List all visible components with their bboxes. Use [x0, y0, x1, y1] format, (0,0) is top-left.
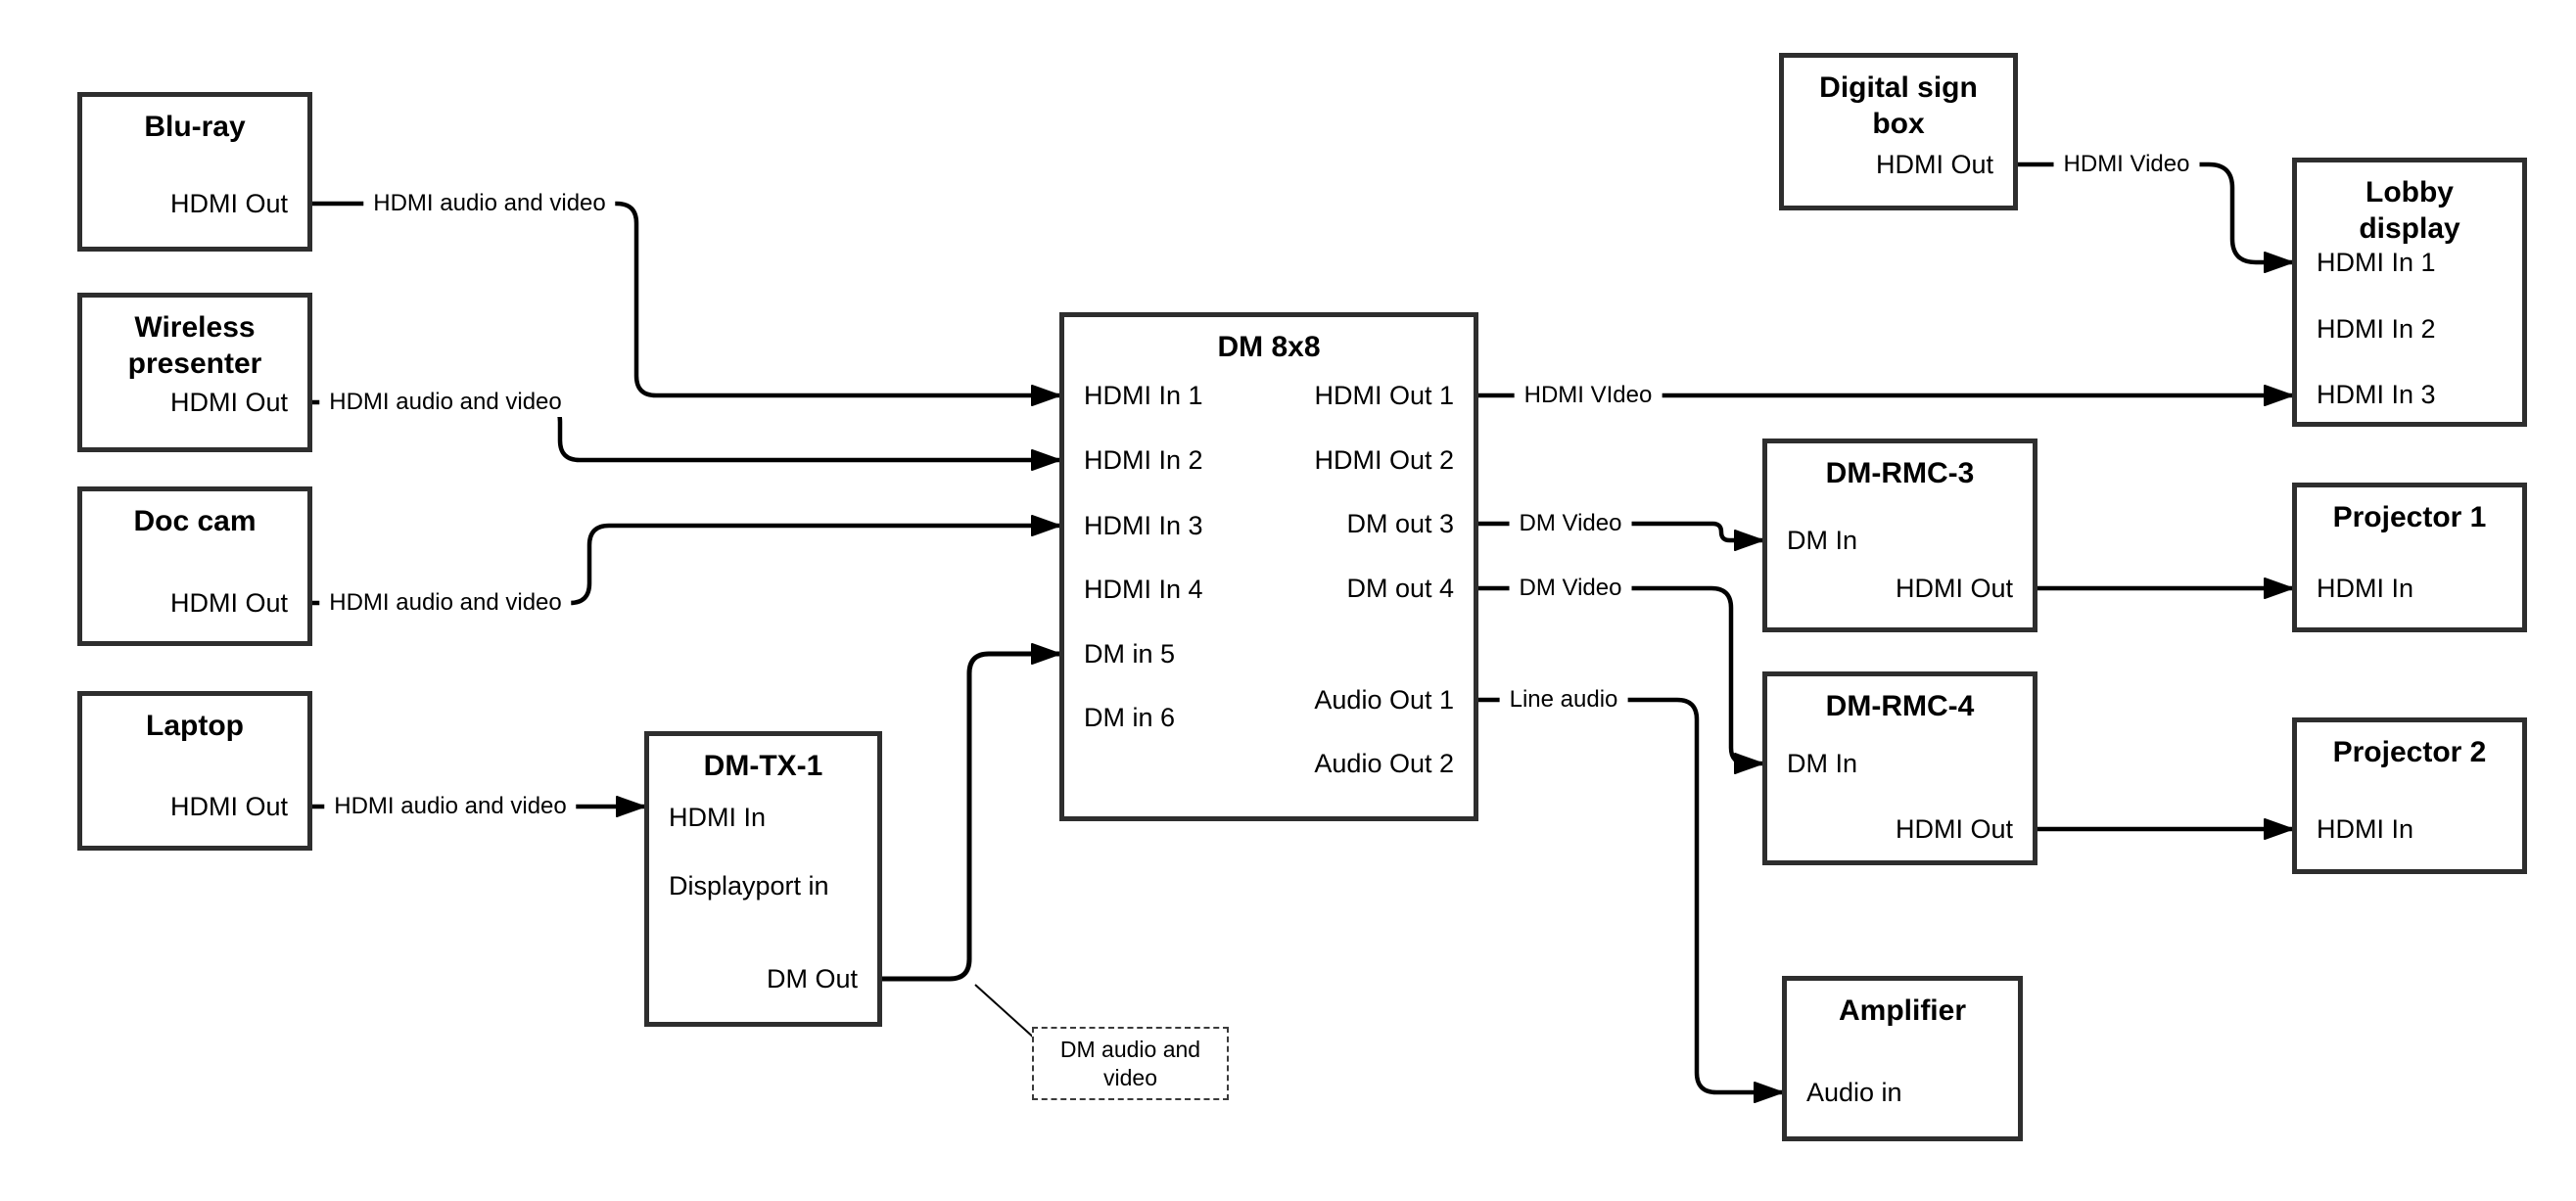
port-laptop-hdmi-out: HDMI Out — [169, 792, 288, 821]
port-dm-rmc-4-dm-in: DM In — [1787, 749, 1858, 778]
node-title-dm-8x8: DM 8x8 — [1217, 331, 1321, 363]
edge-label-laptop-to-dm-tx-1: HDMI audio and video — [324, 792, 577, 821]
edge-dm8x8-audio1-to-amplifier — [1478, 697, 1783, 1103]
edge-blu-ray-to-dm8x8-in1 — [312, 201, 1060, 406]
node-title-dm-rmc-3: DM-RMC-3 — [1825, 457, 1975, 489]
node-title-laptop: Laptop — [146, 710, 244, 742]
port-dm-tx-1-displayport-in: Displayport in — [669, 871, 829, 901]
edge-label-wireless-to-dm8x8-in2: HDMI audio and video — [319, 388, 572, 417]
edge-digital-sign-to-lobby-in1 — [2018, 162, 2293, 273]
port-dm-tx-1-hdmi-in: HDMI In — [669, 803, 767, 832]
node-title-lobby-display: Lobby display — [2359, 176, 2460, 245]
port-projector-1-hdmi-in: HDMI In — [2317, 574, 2414, 603]
port-dm-8x8-hdmi-in-4: HDMI In 4 — [1084, 575, 1203, 604]
node-dm-rmc-3: DM-RMC-3 DM In HDMI Out — [1762, 439, 2037, 632]
edge-dm8x8-out4-to-dm-rmc-4 — [1478, 585, 1763, 774]
port-dm-8x8-audio-out-2: Audio Out 2 — [1314, 749, 1454, 778]
port-dm-rmc-3-hdmi-out: HDMI Out — [1895, 574, 2013, 603]
node-title-projector-1: Projector 1 — [2332, 501, 2487, 533]
port-dm-8x8-dm-in-6: DM in 6 — [1084, 703, 1176, 732]
port-dm-8x8-hdmi-out-2: HDMI Out 2 — [1314, 445, 1454, 475]
node-title-blu-ray: Blu-ray — [144, 111, 246, 143]
edge-label-digital-sign-to-lobby-in1: HDMI Video — [2053, 150, 2200, 179]
port-lobby-display-hdmi-in-2: HDMI In 2 — [2317, 314, 2436, 344]
node-title-dm-rmc-4: DM-RMC-4 — [1825, 690, 1975, 722]
node-title-wireless-presenter: Wireless presenter — [127, 311, 262, 380]
port-lobby-display-hdmi-in-1: HDMI In 1 — [2317, 248, 2436, 277]
port-amplifier-audio-in: Audio in — [1806, 1078, 1902, 1107]
edge-label-dm8x8-audio1-to-amplifier: Line audio — [1499, 685, 1628, 715]
edge-label-dm8x8-out1-to-lobby-in3: HDMI VIdeo — [1514, 381, 1663, 410]
port-dm-rmc-4-hdmi-out: HDMI Out — [1895, 814, 2013, 844]
node-title-amplifier: Amplifier — [1838, 994, 1967, 1027]
port-blu-ray-hdmi-out: HDMI Out — [169, 189, 288, 218]
port-dm-tx-1-dm-out: DM Out — [766, 964, 858, 993]
port-dm-8x8-dm-in-5: DM in 5 — [1084, 639, 1176, 669]
port-dm-8x8-hdmi-in-3: HDMI In 3 — [1084, 511, 1203, 540]
annotation-note-dm-audio-video: DM audio and video — [1032, 1027, 1229, 1100]
node-title-digital-sign-box: Digital sign box — [1819, 71, 1978, 140]
node-title-doc-cam: Doc cam — [133, 505, 257, 537]
port-doc-cam-hdmi-out: HDMI Out — [169, 588, 288, 618]
port-digital-sign-box-hdmi-out: HDMI Out — [1875, 150, 1993, 179]
edge-label-doc-cam-to-dm8x8-in3: HDMI audio and video — [319, 588, 572, 618]
node-projector-2: Projector 2 HDMI In — [2292, 717, 2527, 874]
edge-note-leader — [974, 984, 1037, 1040]
port-dm-8x8-dm-out-3: DM out 3 — [1346, 509, 1454, 538]
edge-doc-cam-to-dm8x8-in3 — [312, 515, 1060, 606]
edge-dm-tx-1-to-dm8x8-in5 — [882, 643, 1060, 982]
port-dm-8x8-audio-out-1: Audio Out 1 — [1314, 685, 1454, 715]
port-lobby-display-hdmi-in-3: HDMI In 3 — [2317, 380, 2436, 409]
node-title-dm-tx-1: DM-TX-1 — [703, 750, 823, 782]
node-projector-1: Projector 1 HDMI In — [2292, 483, 2527, 632]
node-dm-rmc-4: DM-RMC-4 DM In HDMI Out — [1762, 671, 2037, 865]
port-dm-8x8-dm-out-4: DM out 4 — [1346, 574, 1454, 603]
port-dm-8x8-hdmi-in-1: HDMI In 1 — [1084, 381, 1203, 410]
port-projector-2-hdmi-in: HDMI In — [2317, 814, 2414, 844]
port-dm-8x8-hdmi-out-1: HDMI Out 1 — [1314, 381, 1454, 410]
port-wireless-presenter-hdmi-out: HDMI Out — [169, 388, 288, 417]
edge-label-dm8x8-out4-to-dm-rmc-4: DM Video — [1509, 574, 1632, 603]
edge-label-dm8x8-out3-to-dm-rmc-3: DM Video — [1509, 509, 1632, 538]
port-dm-8x8-hdmi-in-2: HDMI In 2 — [1084, 445, 1203, 475]
edge-label-blu-ray-to-dm8x8-in1: HDMI audio and video — [363, 189, 616, 218]
node-title-projector-2: Projector 2 — [2332, 736, 2487, 768]
port-dm-rmc-3-dm-in: DM In — [1787, 526, 1858, 555]
edge-dm8x8-out3-to-dm-rmc-3 — [1478, 521, 1763, 551]
